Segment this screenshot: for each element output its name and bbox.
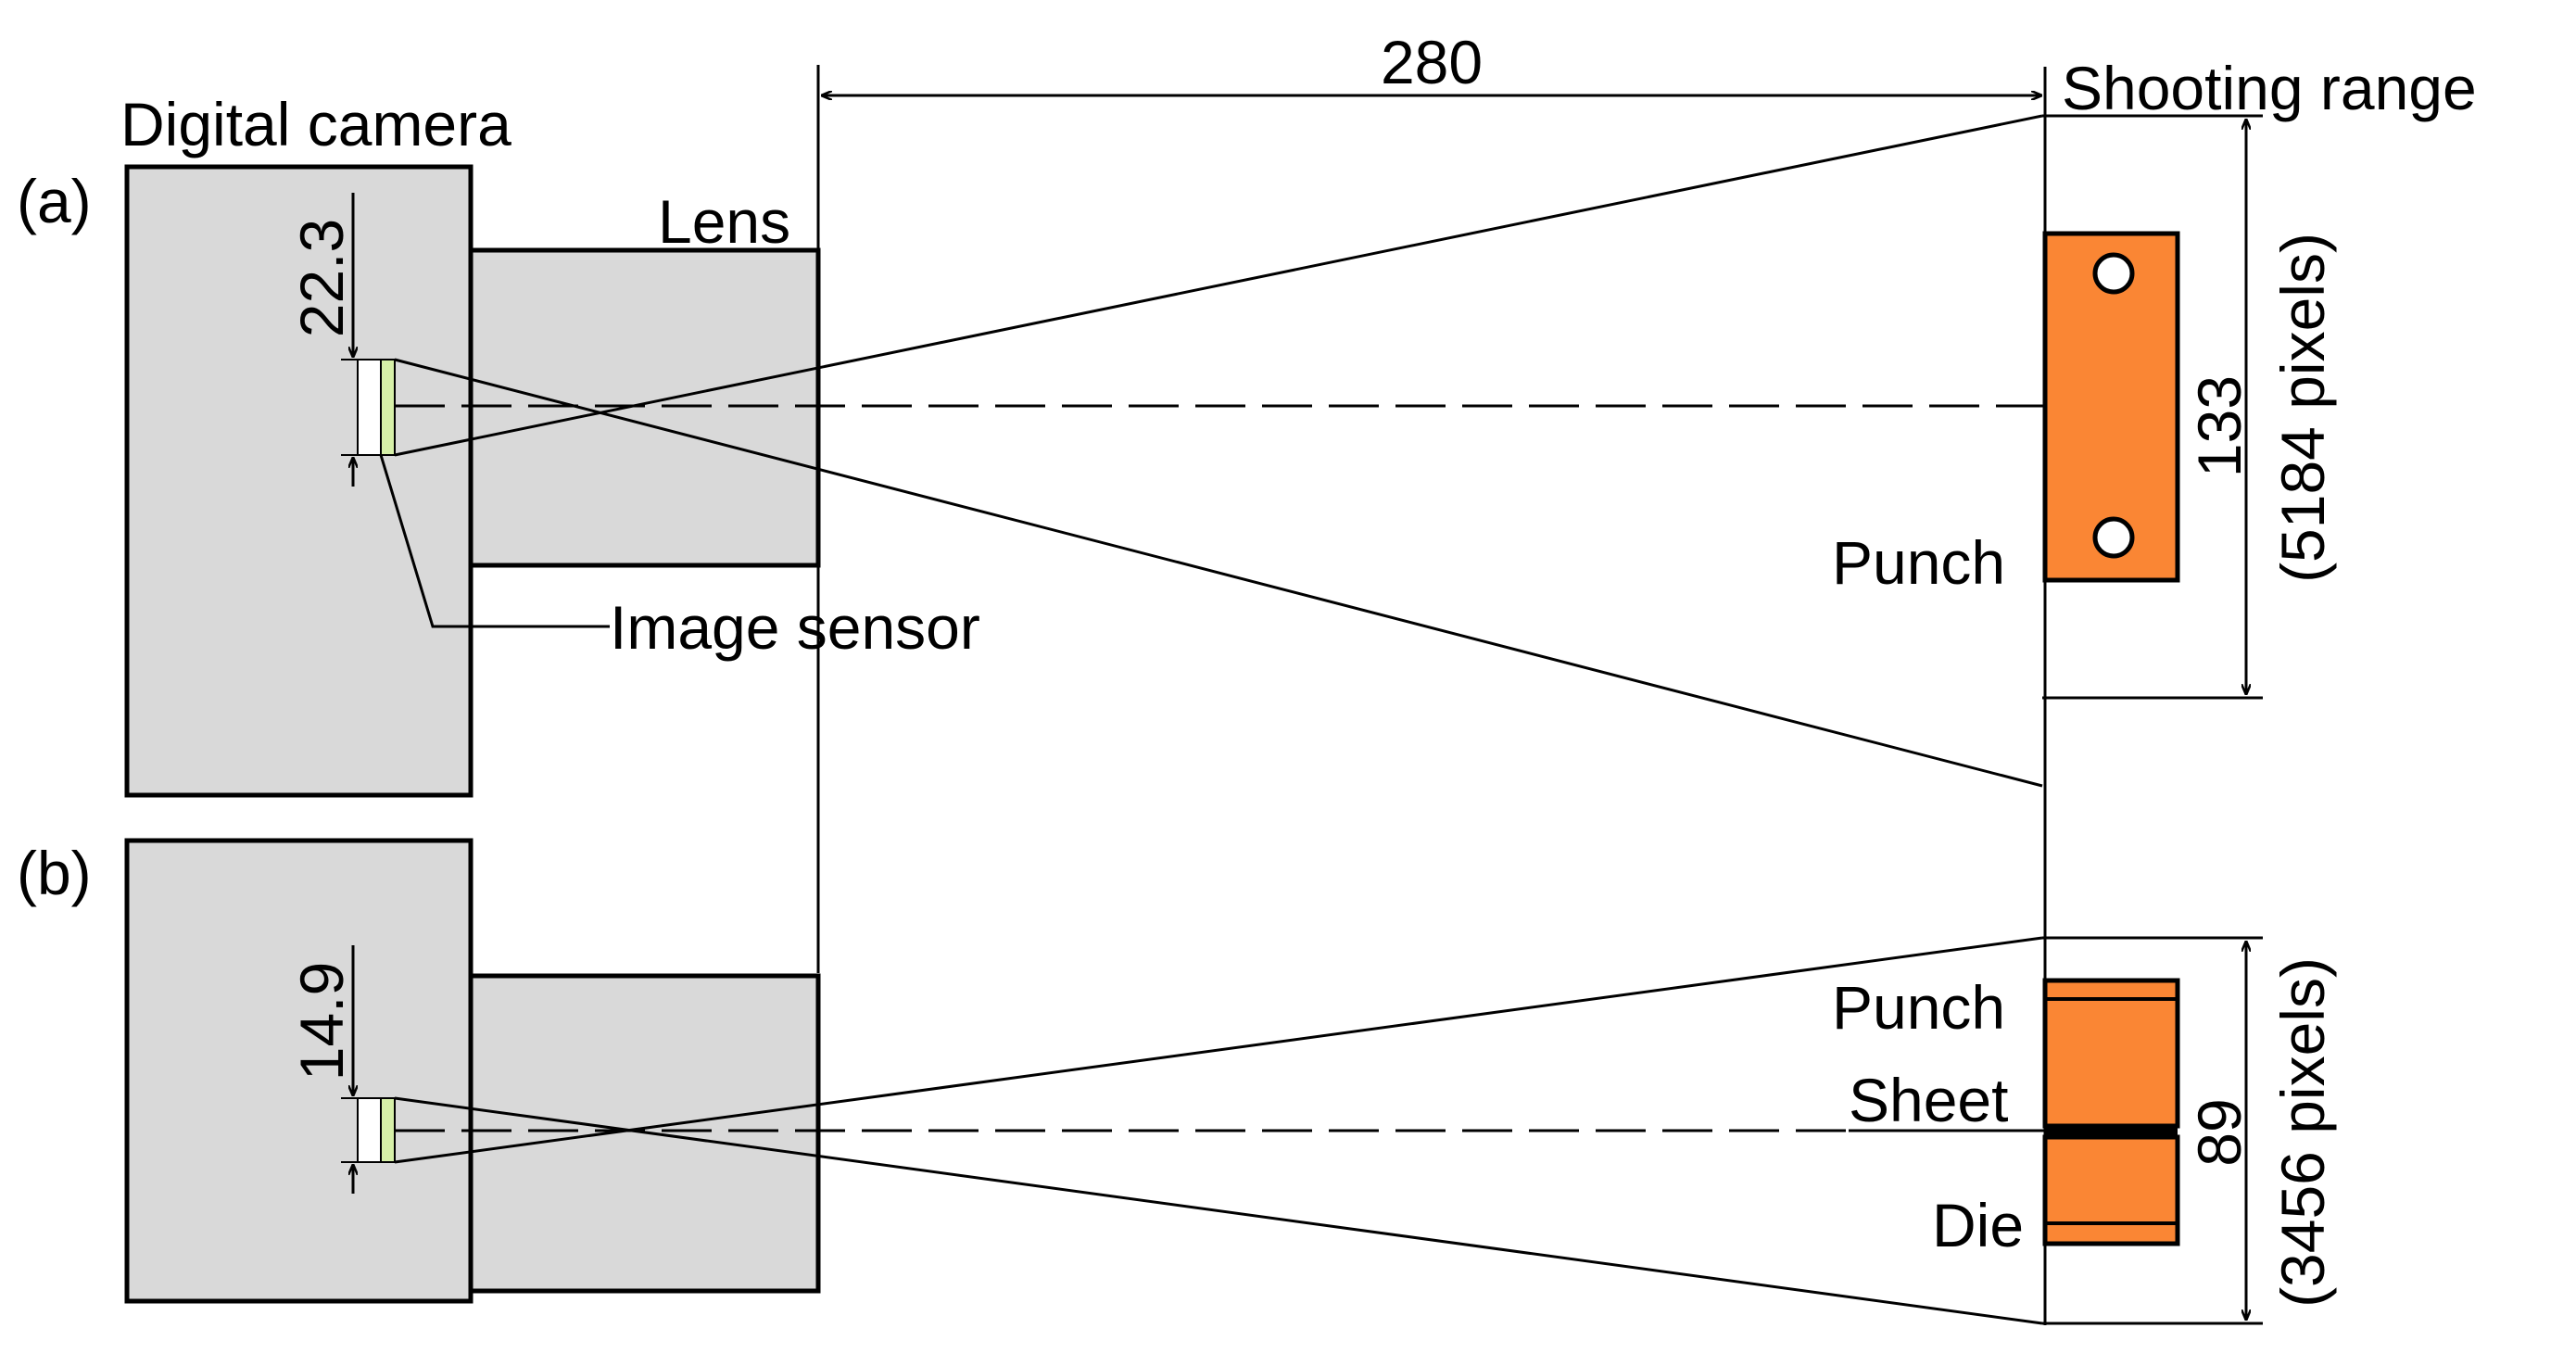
range-size-a: 133 <box>2185 375 2254 477</box>
lens-label: Lens <box>658 187 790 256</box>
panel-b-label: (b) <box>17 839 92 907</box>
lens-a <box>468 247 821 568</box>
range-size-b: 89 <box>2185 1098 2254 1166</box>
punch-label-b: Punch <box>1832 973 2005 1042</box>
sheet-part <box>2045 1126 2178 1137</box>
range-pixels-b: (3456 pixels) <box>2268 957 2337 1308</box>
image-sensor-leader <box>379 454 610 628</box>
camera-body-b <box>124 838 474 1304</box>
camera-body-a <box>124 164 474 798</box>
ray-b-top <box>394 1096 2043 1325</box>
ray-b-bottom <box>394 936 2043 1164</box>
die-label: Die <box>1932 1191 2024 1259</box>
punch-label-a: Punch <box>1832 528 2005 597</box>
image-sensor-b-surface <box>380 1097 396 1163</box>
panel-b: 14.9 (b) Punch Sheet Die 89 (3456 pixels… <box>17 838 2337 1325</box>
sensor-size-a: 22.3 <box>287 219 356 337</box>
camera-label: Digital camera <box>120 90 511 158</box>
punch-hole-top <box>2092 252 2135 295</box>
sensor-size-b: 14.9 <box>287 962 356 1081</box>
distance-label: 280 <box>1381 28 1483 96</box>
panel-a: 22.3 Image sensor Digital camera (a) Len… <box>17 90 2337 798</box>
ray-a-bottom <box>394 114 2043 457</box>
image-sensor-a-surface <box>380 359 396 456</box>
ray-a-top <box>394 358 2043 788</box>
shooting-range-label: Shooting range <box>2062 54 2477 122</box>
punch-part-b <box>2042 978 2180 1129</box>
panel-a-label: (a) <box>17 167 92 235</box>
die-part <box>2042 1134 2180 1246</box>
punch-hole-bottom <box>2092 516 2135 559</box>
range-pixels-a: (5184 pixels) <box>2268 233 2337 583</box>
sheet-label: Sheet <box>1849 1066 2008 1134</box>
image-sensor-label: Image sensor <box>610 593 980 662</box>
